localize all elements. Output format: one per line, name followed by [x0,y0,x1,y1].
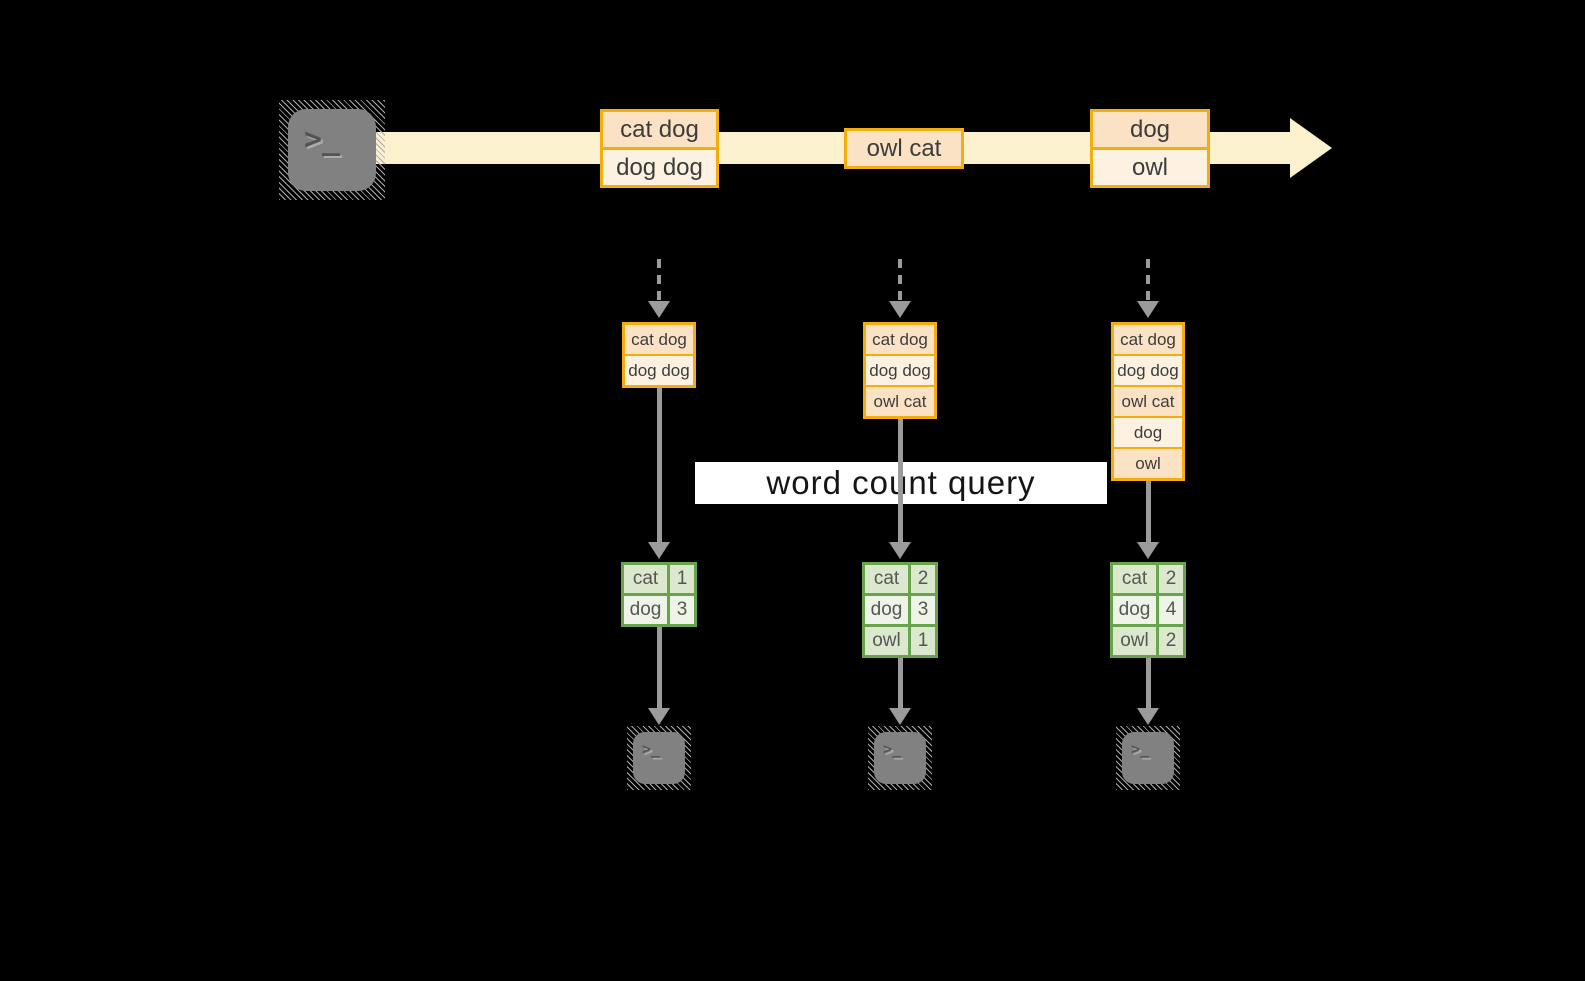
event-buffer-box: cat dog dog dog [622,322,696,388]
event-buffer-row: dog dog [1114,354,1182,385]
stream-event-box: cat dog dog dog [600,109,719,188]
terminal-glyph-icon: >_ [1131,740,1150,758]
word-count-table: cat 2 dog 3 owl 1 [862,562,938,658]
word-count-table: cat 2 dog 4 owl 2 [1110,562,1186,658]
stream-event-line: cat dog [603,112,716,147]
terminal-icon: >_ [633,732,685,784]
word-cell: cat [1113,565,1156,593]
event-buffer-row: dog dog [625,354,693,385]
event-buffer-row: cat dog [866,325,934,354]
query-flow-line [898,419,903,542]
terminal-glyph-icon: >_ [642,740,661,758]
query-flow-arrowhead-icon [1137,542,1159,559]
stream-event-line: dog [1093,112,1207,147]
output-flow-arrowhead-icon [1137,708,1159,725]
count-cell: 3 [670,596,694,624]
consumer-terminal-icon: >_ [1116,726,1180,790]
stream-event-line: dog dog [603,147,716,185]
event-buffer-row: cat dog [625,325,693,354]
event-buffer-row: dog dog [866,354,934,385]
query-flow-line [657,388,662,542]
terminal-glyph-icon: >_ [883,740,902,758]
event-buffer-row: owl cat [866,385,934,416]
event-buffer-box: cat dog dog dog owl cat [863,322,937,419]
ingest-arrowhead-icon [1137,301,1159,318]
ingest-arrowhead-icon [648,301,670,318]
word-cell: cat [624,565,667,593]
ingest-arrow-dashed-line [1146,259,1150,301]
output-flow-line [657,627,662,708]
event-buffer-row: dog [1114,416,1182,447]
word-count-table: cat 1 dog 3 [621,562,697,627]
word-cell: dog [624,596,667,624]
ingest-arrow-dashed-line [898,259,902,301]
stream-event-line: owl [1093,147,1207,185]
count-cell: 3 [911,596,935,624]
count-cell: 1 [670,565,694,593]
output-flow-arrowhead-icon [889,708,911,725]
ingest-arrow-dashed-line [657,259,661,301]
word-cell: owl [1113,627,1156,655]
event-buffer-row: owl cat [1114,385,1182,416]
event-stream-arrowhead-icon [1290,118,1332,178]
terminal-icon: >_ [288,109,376,191]
stream-event-box: dog owl [1090,109,1210,188]
query-flow-line [1146,481,1151,542]
output-flow-line [1146,658,1151,708]
word-cell: dog [1113,596,1156,624]
count-cell: 1 [911,627,935,655]
ingest-arrowhead-icon [889,301,911,318]
event-buffer-row: cat dog [1114,325,1182,354]
consumer-terminal-icon: >_ [627,726,691,790]
count-cell: 4 [1159,596,1183,624]
stream-event-line: owl cat [847,131,961,166]
terminal-glyph-icon: >_ [304,122,341,157]
output-flow-line [898,658,903,708]
word-cell: dog [865,596,908,624]
count-cell: 2 [911,565,935,593]
count-cell: 2 [1159,565,1183,593]
terminal-icon: >_ [874,732,926,784]
word-cell: cat [865,565,908,593]
event-buffer-row: owl [1114,447,1182,478]
query-flow-arrowhead-icon [648,542,670,559]
query-flow-arrowhead-icon [889,542,911,559]
output-flow-arrowhead-icon [648,708,670,725]
event-buffer-box: cat dog dog dog owl cat dog owl [1111,322,1185,481]
terminal-icon: >_ [1122,732,1174,784]
producer-terminal-icon: >_ [279,100,385,200]
consumer-terminal-icon: >_ [868,726,932,790]
word-cell: owl [865,627,908,655]
count-cell: 2 [1159,627,1183,655]
stream-event-box: owl cat [844,128,964,169]
